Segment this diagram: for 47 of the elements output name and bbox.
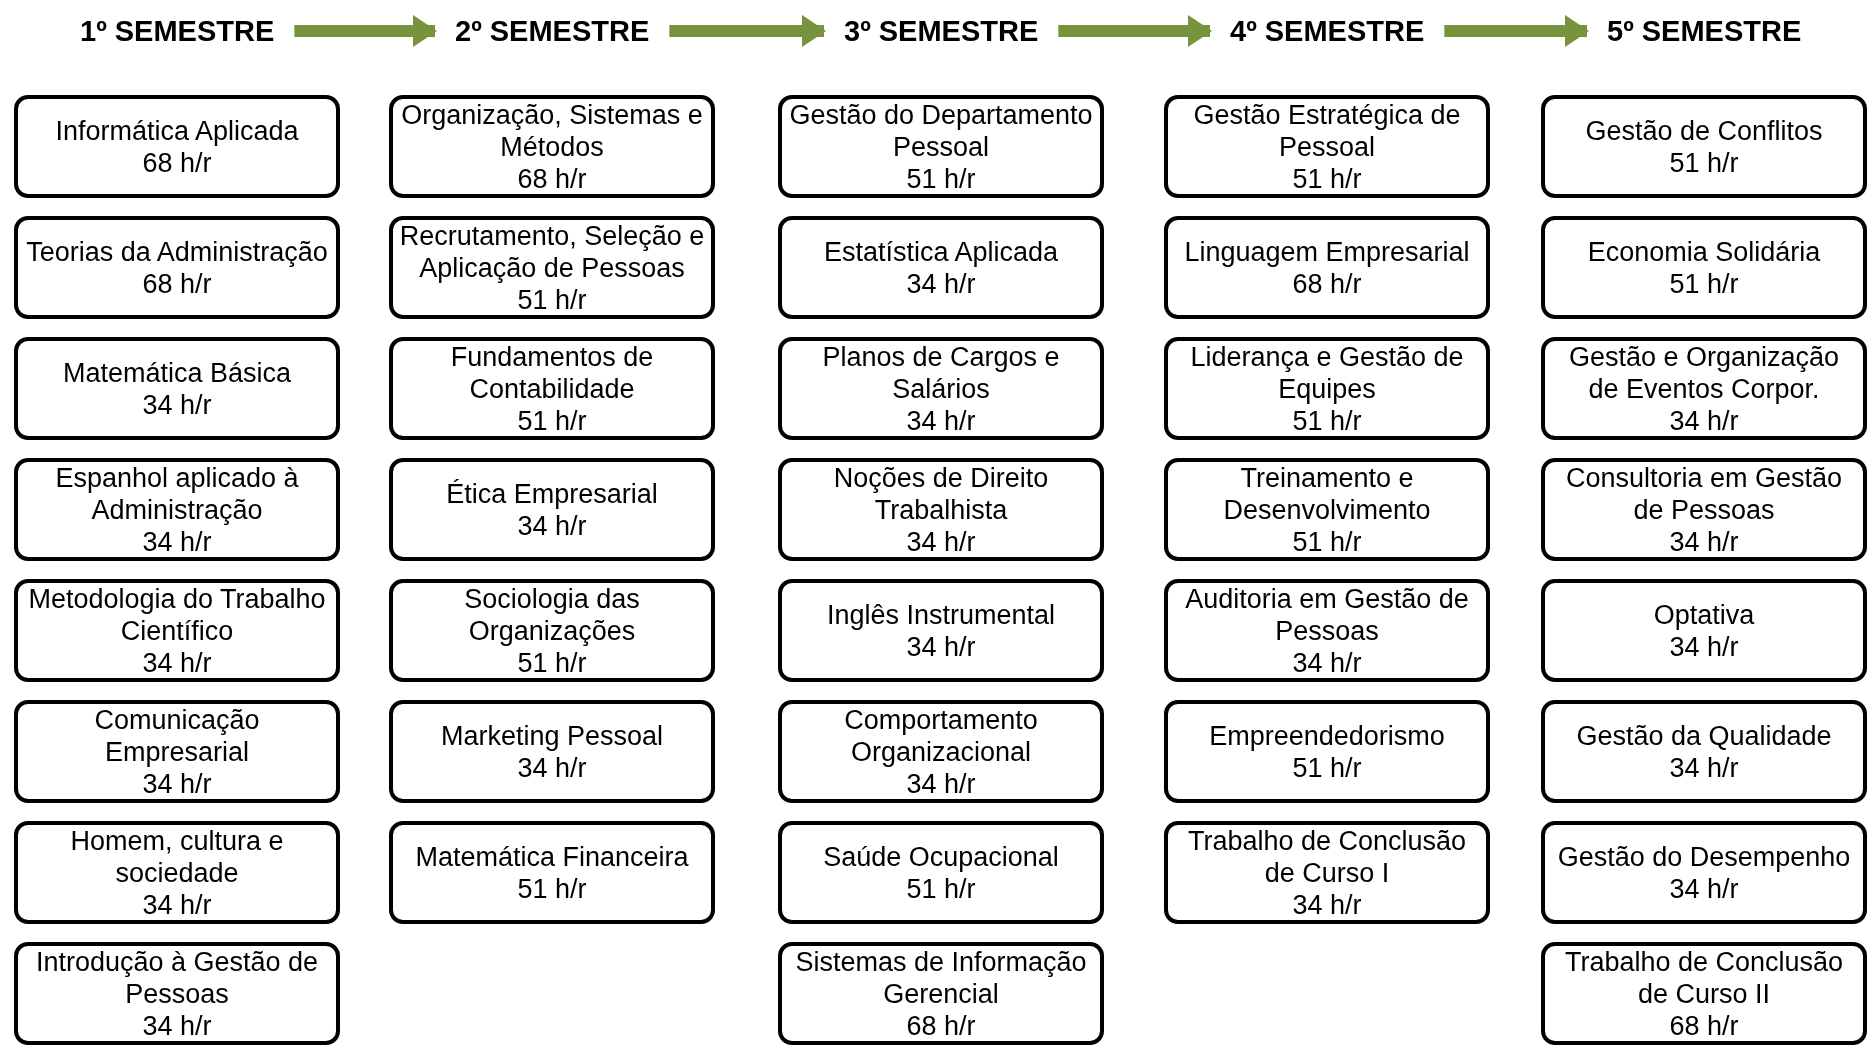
course-box: Sociologia das Organizações 51 h/r: [389, 579, 715, 682]
course-box: Sistemas de Informação Gerencial 68 h/r: [778, 942, 1104, 1045]
course-box: Metodologia do Trabalho Científico 34 h/r: [14, 579, 340, 682]
course-box: Comportamento Organizacional 34 h/r: [778, 700, 1104, 803]
semester-heading: 2º SEMESTRE: [455, 10, 650, 52]
course-box: Recrutamento, Seleção e Aplicação de Pessoas 51 h/r: [389, 216, 715, 319]
course-box: Noções de Direito Trabalhista 34 h/r: [778, 458, 1104, 561]
semester-heading: 1º SEMESTRE: [80, 10, 275, 52]
semester-heading: 3º SEMESTRE: [844, 10, 1039, 52]
course-box: Gestão do Desempenho 34 h/r: [1541, 821, 1867, 924]
course-box: Gestão da Qualidade 34 h/r: [1541, 700, 1867, 803]
course-box: Comunicação Empresarial 34 h/r: [14, 700, 340, 803]
course-box: Gestão de Conflitos 51 h/r: [1541, 95, 1867, 198]
semester-heading: 5º SEMESTRE: [1607, 10, 1802, 52]
course-box: Empreendedorismo 51 h/r: [1164, 700, 1490, 803]
arrow: [1058, 15, 1212, 47]
course-box: Trabalho de Conclusão de Curso I 34 h/r: [1164, 821, 1490, 924]
course-box: Espanhol aplicado à Administração 34 h/r: [14, 458, 340, 561]
course-box: Gestão do Departamento Pessoal 51 h/r: [778, 95, 1104, 198]
course-box: Liderança e Gestão de Equipes 51 h/r: [1164, 337, 1490, 440]
course-box: Planos de Cargos e Salários 34 h/r: [778, 337, 1104, 440]
course-box: Estatística Aplicada 34 h/r: [778, 216, 1104, 319]
course-box: Homem, cultura e sociedade 34 h/r: [14, 821, 340, 924]
course-box: Teorias da Administração 68 h/r: [14, 216, 340, 319]
course-box: Gestão e Organização de Eventos Corpor. 34 h/r: [1541, 337, 1867, 440]
course-box: Ética Empresarial 34 h/r: [389, 458, 715, 561]
course-box: Informática Aplicada 68 h/r: [14, 95, 340, 198]
course-box: Inglês Instrumental 34 h/r: [778, 579, 1104, 682]
course-box: Matemática Financeira 51 h/r: [389, 821, 715, 924]
course-box: Consultoria em Gestão de Pessoas 34 h/r: [1541, 458, 1867, 561]
course-box: Auditoria em Gestão de Pessoas 34 h/r: [1164, 579, 1490, 682]
course-box: Treinamento e Desenvolvimento 51 h/r: [1164, 458, 1490, 561]
course-box: Linguagem Empresarial 68 h/r: [1164, 216, 1490, 319]
arrow: [294, 15, 437, 47]
arrow: [1444, 15, 1589, 47]
course-box: Trabalho de Conclusão de Curso II 68 h/r: [1541, 942, 1867, 1045]
course-box: Marketing Pessoal 34 h/r: [389, 700, 715, 803]
course-box: Gestão Estratégica de Pessoal 51 h/r: [1164, 95, 1490, 198]
course-box: Fundamentos de Contabilidade 51 h/r: [389, 337, 715, 440]
arrow: [669, 15, 826, 47]
semester-heading: 4º SEMESTRE: [1230, 10, 1425, 52]
course-box: Economia Solidária 51 h/r: [1541, 216, 1867, 319]
course-box: Introdução à Gestão de Pessoas 34 h/r: [14, 942, 340, 1045]
course-box: Saúde Ocupacional 51 h/r: [778, 821, 1104, 924]
course-box: Matemática Básica 34 h/r: [14, 337, 340, 440]
course-box: Organização, Sistemas e Métodos 68 h/r: [389, 95, 715, 198]
course-box: Optativa 34 h/r: [1541, 579, 1867, 682]
